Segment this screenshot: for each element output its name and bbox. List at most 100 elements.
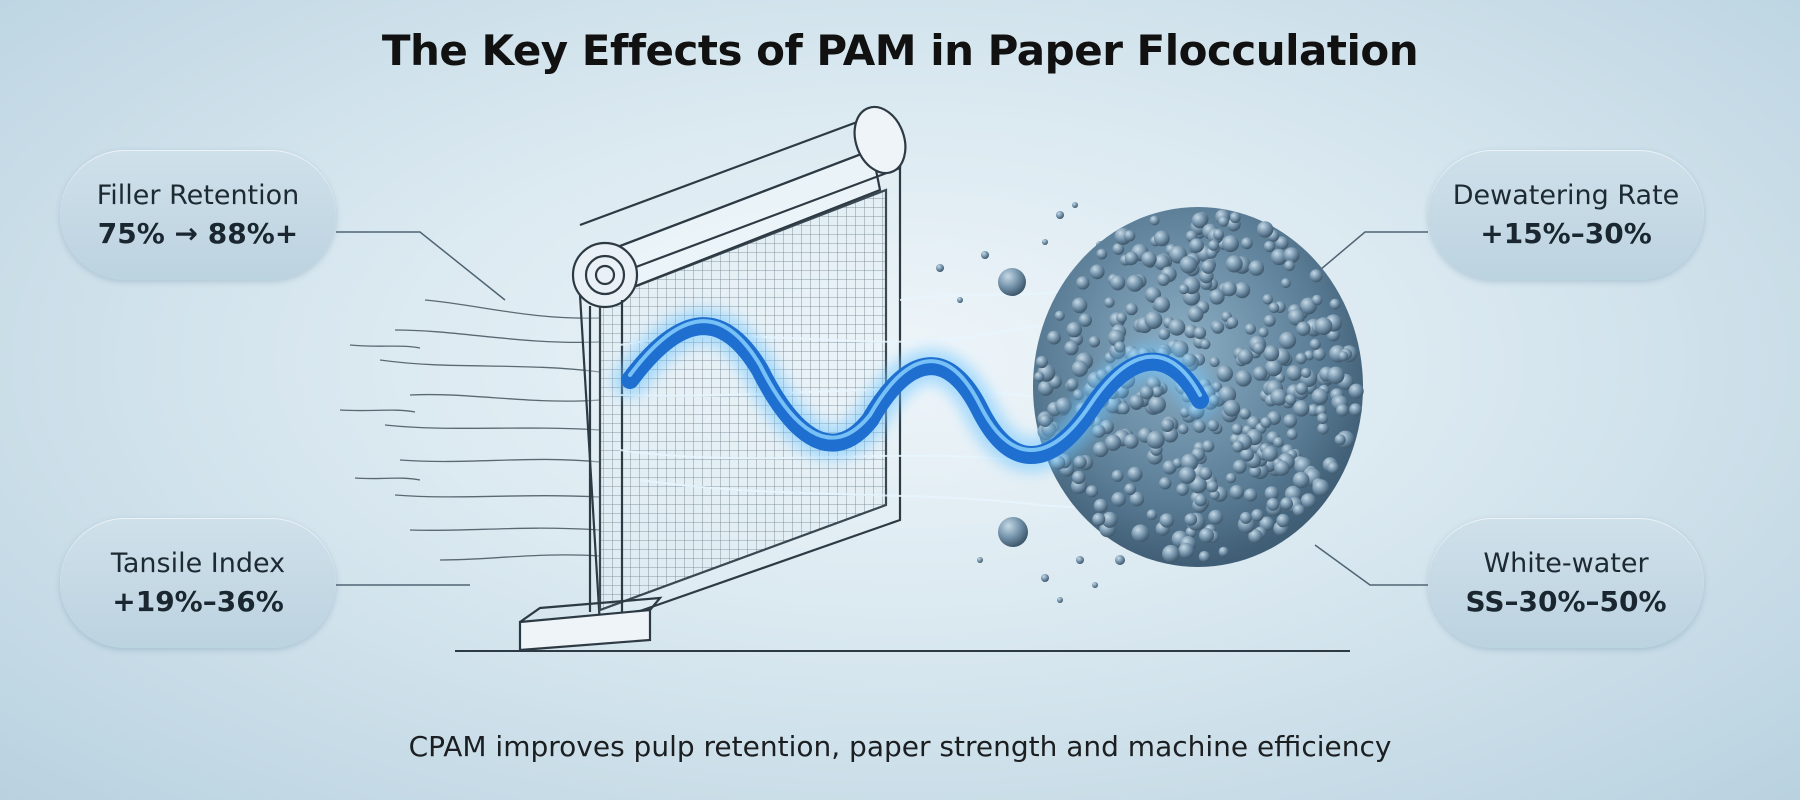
floc-bead	[1159, 477, 1172, 490]
floc-bead	[1178, 284, 1189, 295]
connector-white-water	[1314, 544, 1428, 586]
floc-bead	[1160, 418, 1175, 432]
floc-bead	[1218, 546, 1229, 557]
floc-bead	[1089, 264, 1105, 280]
floc-bead	[1264, 486, 1279, 501]
floc-bead	[1117, 402, 1130, 415]
floc-bead	[1251, 509, 1264, 522]
floc-bead	[1216, 365, 1233, 382]
floc-bead	[1129, 394, 1144, 410]
floc-bead	[1047, 330, 1061, 345]
floc-bead	[1317, 422, 1329, 435]
floc-bead	[1146, 430, 1165, 449]
floc-bead	[1126, 274, 1144, 292]
floc-bead	[1243, 488, 1258, 502]
floc-bead	[1066, 321, 1082, 338]
floc-bead	[1208, 240, 1219, 251]
floc-bead	[1198, 551, 1210, 563]
floc-bead	[1276, 513, 1290, 528]
floc-bead	[1244, 323, 1256, 335]
floc-bead	[1285, 393, 1297, 406]
floc-bead	[1266, 498, 1280, 511]
page-title: The Key Effects of PAM in Paper Floccula…	[381, 26, 1419, 75]
floc-bead	[1034, 371, 1045, 382]
floc-bead	[1232, 440, 1244, 453]
floc-bead	[1240, 447, 1254, 462]
floc-bead	[1158, 328, 1171, 340]
floc-bead	[1148, 395, 1166, 414]
floc-bead	[1064, 340, 1079, 356]
floc-bead	[1284, 260, 1295, 272]
floc-bead	[1263, 345, 1280, 362]
floc-bead	[1200, 339, 1211, 350]
floc-bead	[1283, 247, 1300, 264]
floc-bead	[1268, 302, 1280, 314]
floc-bead	[1312, 479, 1330, 497]
callout-value: SS–30%–50%	[1465, 585, 1667, 618]
floc-bead	[1144, 311, 1163, 329]
polymer-chain-icon	[613, 309, 1217, 472]
callout-value: +15%–30%	[1480, 217, 1652, 250]
floc-bead	[1202, 440, 1215, 453]
floc-bead	[1149, 215, 1160, 226]
floc-bead	[1252, 342, 1265, 355]
floc-bead	[1180, 453, 1199, 471]
callout-label: Filler Retention	[96, 180, 300, 211]
floc-bead	[1327, 461, 1340, 474]
bottom-caption: CPAM improves pulp retention, paper stre…	[408, 730, 1392, 763]
floc-bead	[1226, 316, 1239, 329]
floc-bead	[1225, 472, 1237, 484]
floc-bead	[1286, 428, 1298, 440]
floc-bead	[1232, 459, 1247, 474]
callout-filler-retention: Filler Retention 75% → 88%+	[60, 150, 336, 280]
floc-bead	[1209, 356, 1220, 368]
floc-bead	[1096, 248, 1108, 260]
floc-bead	[1176, 483, 1189, 496]
callout-dewatering-rate: Dewatering Rate +15%–30%	[1428, 150, 1704, 280]
floc-bead	[1054, 310, 1065, 321]
floc-bead	[1218, 216, 1229, 227]
floc-bead	[1199, 528, 1214, 543]
floc-bead	[1256, 221, 1274, 238]
floc-bead	[1309, 269, 1323, 283]
floc-bead	[1085, 485, 1099, 498]
floc-bead	[1162, 544, 1180, 563]
floc-bead	[1311, 388, 1329, 406]
floc-bead	[1222, 235, 1239, 253]
callout-value: +19%–36%	[112, 585, 284, 618]
floc-bead	[1189, 238, 1204, 253]
floc-bead	[1263, 240, 1275, 253]
floc-bead	[1275, 236, 1289, 250]
floc-bead	[1248, 260, 1265, 276]
floc-bead	[1114, 341, 1126, 353]
floc-bead	[1123, 434, 1139, 449]
floc-bead	[1039, 414, 1052, 428]
floc-bead	[1314, 317, 1333, 336]
floc-bead	[1123, 230, 1136, 242]
floc-bead	[1184, 513, 1198, 526]
callout-white-water: White-water SS–30%–50%	[1428, 518, 1704, 648]
floc-bead	[1078, 313, 1093, 327]
floc-bead	[1292, 471, 1310, 489]
floc-bead	[1179, 255, 1198, 274]
floc-bead	[1313, 348, 1326, 361]
floc-bead	[1125, 302, 1138, 316]
floc-bead	[1178, 423, 1189, 435]
floc-bead	[1141, 251, 1157, 267]
floc-bead	[1124, 483, 1136, 496]
floc-bead	[1218, 385, 1237, 404]
floc-bead	[1262, 445, 1278, 462]
floc-bead	[1349, 403, 1362, 416]
floc-bead	[1237, 348, 1254, 365]
floc-bead	[1111, 469, 1124, 482]
floc-bead	[1317, 413, 1329, 424]
floc-bead	[1252, 366, 1268, 381]
floc-bead	[1092, 441, 1109, 458]
floc-bead	[1127, 466, 1143, 482]
floc-bead	[1168, 318, 1186, 336]
pulp-flow-lines	[339, 299, 601, 561]
floc-bead	[1223, 399, 1241, 417]
forming-wire-frame-icon	[518, 105, 907, 652]
floc-bead	[1159, 513, 1175, 528]
